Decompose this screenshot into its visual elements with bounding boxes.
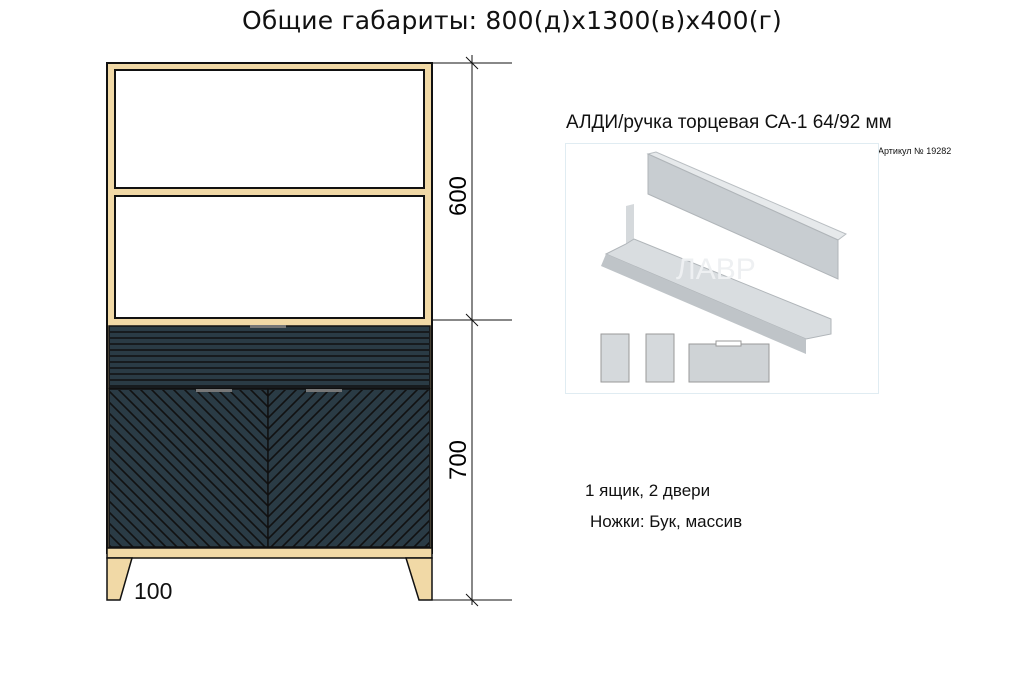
door-groove bbox=[335, 453, 429, 547]
dimension-upper: 600 bbox=[445, 176, 472, 216]
leg-left bbox=[106, 557, 133, 601]
handle-image: ЛАВР bbox=[565, 143, 879, 394]
page-title: Общие габариты: 800(д)х1300(в)х400(г) bbox=[242, 6, 782, 35]
door-groove bbox=[368, 486, 429, 547]
door-groove bbox=[291, 409, 429, 547]
svg-text:ЛАВР: ЛАВР bbox=[676, 253, 756, 286]
handle-title: АЛДИ/ручка торцевая СА-1 64/92 мм bbox=[566, 112, 892, 133]
door-groove bbox=[110, 390, 267, 547]
door-groove bbox=[269, 390, 429, 547]
door-groove bbox=[357, 475, 429, 547]
note-legs-material: Ножки: Бук, массив bbox=[590, 512, 743, 531]
door-groove bbox=[128, 390, 268, 530]
door-groove bbox=[110, 467, 190, 547]
note-drawers-doors: 1 ящик, 2 двери bbox=[585, 481, 711, 500]
door-groove bbox=[268, 390, 408, 530]
door-groove bbox=[390, 508, 429, 547]
door-groove bbox=[110, 434, 223, 547]
door-groove bbox=[110, 478, 179, 547]
door-groove bbox=[110, 401, 256, 547]
door-groove bbox=[110, 489, 168, 547]
dimension-lower: 700 bbox=[445, 440, 472, 480]
door-groove bbox=[313, 431, 429, 547]
door-groove bbox=[401, 519, 429, 547]
article-number: Артикул № 19282 bbox=[878, 146, 952, 156]
door-groove bbox=[302, 420, 429, 547]
door-handle-right bbox=[306, 389, 342, 392]
door-groove bbox=[110, 500, 157, 547]
handle-illustration: ЛАВР bbox=[600, 151, 847, 383]
door-groove bbox=[110, 445, 212, 547]
door-groove bbox=[379, 497, 429, 547]
dimension-line bbox=[432, 55, 512, 607]
door-groove bbox=[110, 412, 245, 547]
door-handle-left bbox=[196, 389, 232, 392]
door-groove bbox=[110, 456, 201, 547]
door-groove bbox=[110, 423, 234, 547]
leg-right bbox=[404, 557, 433, 601]
door-groove bbox=[117, 390, 268, 541]
door-right bbox=[267, 388, 431, 548]
door-left bbox=[108, 388, 269, 548]
drawer-handle bbox=[250, 325, 286, 328]
door-groove bbox=[280, 398, 429, 547]
drawer-front bbox=[108, 325, 431, 389]
plinth bbox=[106, 547, 433, 559]
door-groove bbox=[324, 442, 429, 547]
open-shelf-top bbox=[114, 69, 425, 189]
dimension-legs: 100 bbox=[134, 578, 173, 604]
open-shelf-bottom bbox=[114, 195, 425, 319]
door-groove bbox=[268, 390, 419, 541]
door-groove bbox=[110, 511, 146, 547]
door-groove bbox=[346, 464, 429, 547]
